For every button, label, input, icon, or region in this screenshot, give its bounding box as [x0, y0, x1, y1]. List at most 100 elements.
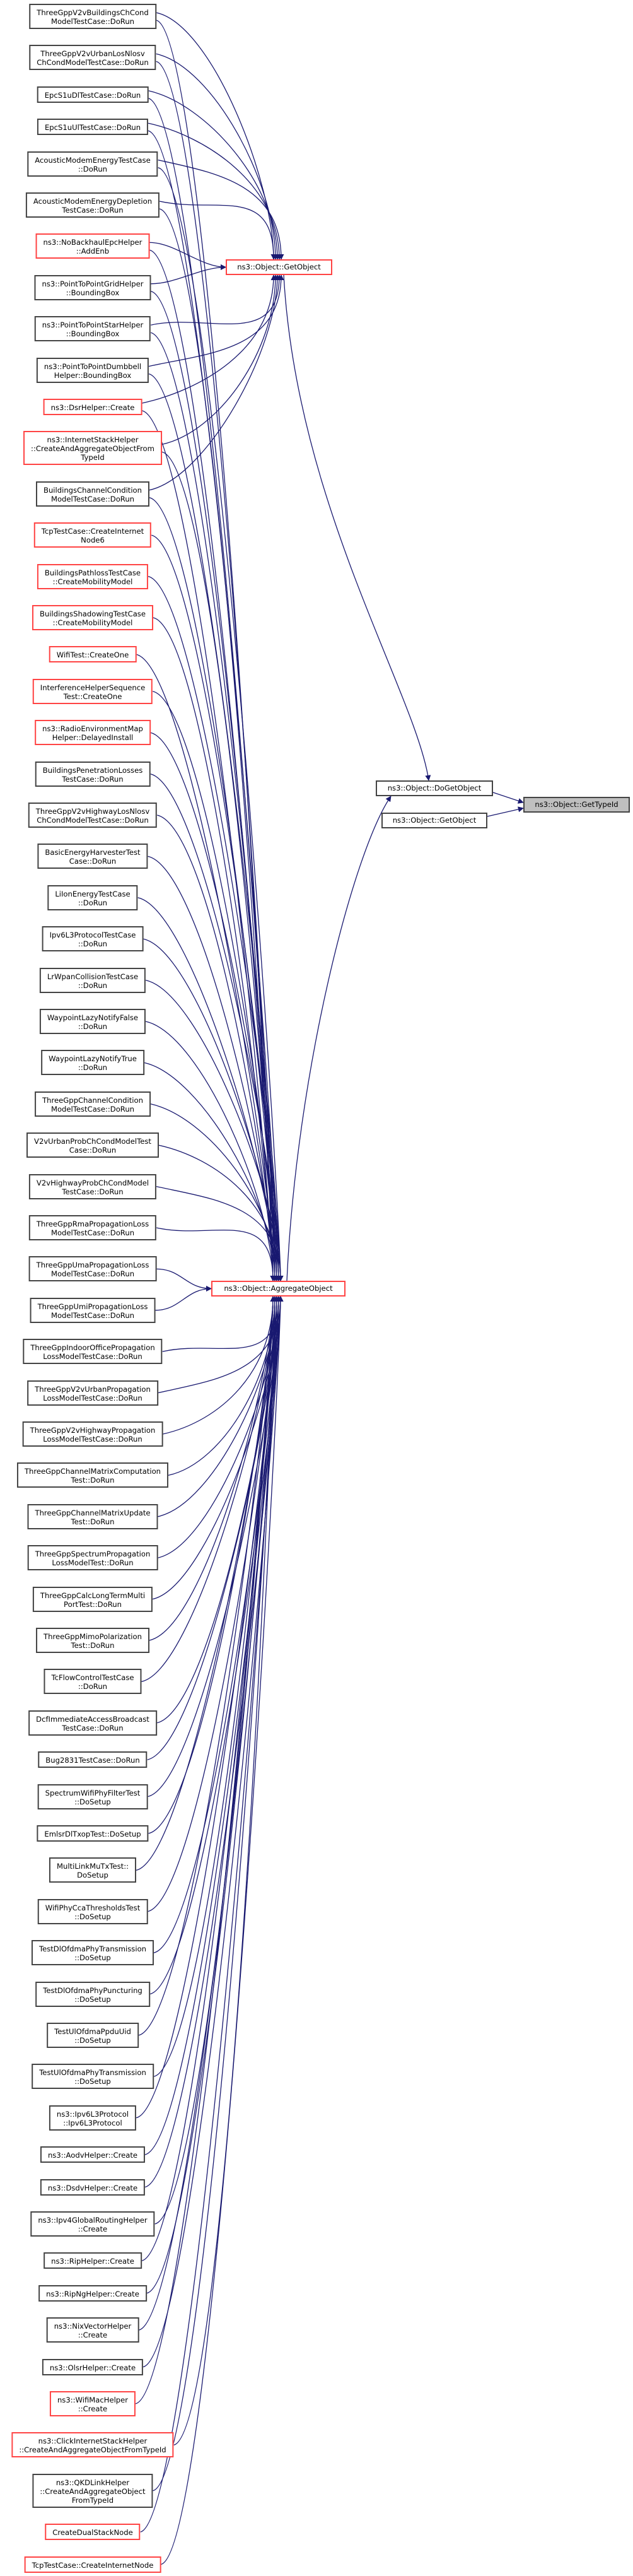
call-edge — [156, 1227, 276, 1281]
call-edge — [145, 1021, 276, 1281]
caller-node[interactable]: ThreeGppMimoPolarization Test::DoRun — [36, 1628, 149, 1653]
caller-node[interactable]: WifiTest::CreateOne — [49, 646, 137, 663]
caller-node[interactable]: EpcS1uDlTestCase::DoRun — [37, 86, 149, 103]
caller-node[interactable]: BuildingsShadowingTestCase ::CreateMobil… — [32, 605, 153, 630]
node-object-aggregateobject[interactable]: ns3::Object::AggregateObject — [211, 1281, 346, 1297]
caller-node[interactable]: ns3::PointToPointDumbbell Helper::Boundi… — [36, 357, 149, 383]
call-edge — [137, 897, 280, 1281]
caller-node[interactable]: ThreeGppUmaPropagationLoss ModelTestCase… — [28, 1256, 157, 1282]
call-edge — [148, 1296, 280, 1912]
caller-node[interactable]: ThreeGppV2vUrbanLosNlosv ChCondModelTest… — [29, 45, 156, 71]
call-edge — [144, 1062, 278, 1281]
caller-node[interactable]: ThreeGppSpectrumPropagation LossModelTes… — [27, 1545, 158, 1571]
caller-node[interactable]: ThreeGppIndoorOfficePropagation LossMode… — [23, 1339, 163, 1365]
caller-node[interactable]: TestDlOfdmaPhyTransmission ::DoSetup — [31, 1940, 154, 1966]
caller-node[interactable]: TcpTestCase::CreateInternet Node6 — [33, 522, 152, 548]
call-edge — [148, 274, 284, 367]
call-edge — [149, 242, 226, 271]
caller-node[interactable]: ThreeGppRmaPropagationLoss ModelTestCase… — [28, 1215, 157, 1240]
caller-node[interactable]: ns3::AodvHelper::Create — [40, 2146, 146, 2163]
caller-node[interactable]: BuildingsPathlossTestCase ::CreateMobili… — [37, 563, 149, 589]
caller-node[interactable]: BuildingsPenetrationLosses TestCase::DoR… — [35, 761, 151, 787]
call-edge — [156, 61, 278, 1281]
call-edge — [149, 274, 281, 491]
call-edge — [138, 1296, 276, 2036]
caller-node[interactable]: ns3::Ipv4GlobalRoutingHelper ::Create — [30, 2211, 155, 2237]
edge-getobject-to-dogetobject — [283, 274, 431, 781]
caller-node[interactable]: MultiLinkMuTxTest:: DoSetup — [49, 1857, 137, 1883]
node-object-dogetobject[interactable]: ns3::Object::DoGetObject — [376, 780, 493, 796]
caller-node[interactable]: ns3::PointToPointGridHelper ::BoundingBo… — [34, 274, 151, 300]
caller-node[interactable]: ThreeGppV2vUrbanPropagation LossModelTes… — [27, 1380, 158, 1406]
caller-node[interactable]: ThreeGppChannelMatrixComputation Test::D… — [16, 1462, 169, 1488]
caller-node[interactable]: V2vUrbanProbChCondModelTest Case::DoRun — [26, 1132, 159, 1158]
caller-node[interactable]: AcousticModemEnergyDepletion TestCase::D… — [25, 192, 160, 218]
caller-node[interactable]: LrWpanCollisionTestCase ::DoRun — [39, 967, 146, 993]
caller-node[interactable]: DcfImmediateAccessBroadcast TestCase::Do… — [28, 1710, 157, 1736]
caller-node[interactable]: BasicEnergyHarvesterTest Case::DoRun — [37, 844, 148, 869]
caller-node[interactable]: ThreeGppV2vHighwayPropagation LossModelT… — [22, 1421, 163, 1447]
caller-node[interactable]: ThreeGppChannelMatrixUpdate Test::DoRun — [27, 1503, 158, 1529]
call-edge — [149, 1296, 276, 1641]
call-edge — [143, 938, 282, 1281]
call-edge — [148, 130, 282, 1281]
caller-node[interactable]: ThreeGppV2vHighwayLosNlosv ChCondModelTe… — [28, 803, 158, 828]
caller-node[interactable]: SpectrumWifiPhyFilterTest ::DoSetup — [37, 1784, 148, 1809]
call-edge — [156, 1296, 280, 1724]
caller-node[interactable]: ns3::NoBackhaulEpcHelper ::AddEnb — [35, 233, 150, 259]
caller-node[interactable]: ns3::RadioEnvironmentMap Helper::Delayed… — [35, 720, 151, 746]
call-edge — [150, 773, 284, 1281]
call-edge — [136, 654, 278, 1281]
caller-node[interactable]: ns3::QKDLinkHelper ::CreateAndAggregateO… — [32, 2473, 153, 2508]
caller-node[interactable]: TestUlOfdmaPpduUid ::DoSetup — [47, 2023, 139, 2048]
caller-node[interactable]: WifiPhyCcaThresholdsTest ::DoSetup — [37, 1898, 148, 1924]
call-edge — [153, 1296, 278, 2078]
caller-node[interactable]: ns3::DsdvHelper::Create — [40, 2179, 146, 2196]
caller-node[interactable]: TcpTestCase::CreateInternetNode — [24, 2556, 161, 2573]
node-object-gettypeid-focus[interactable]: ns3::Object::GetTypeId — [523, 797, 630, 813]
caller-node[interactable]: LiIonEnergyTestCase ::DoRun — [47, 885, 138, 910]
caller-node[interactable]: ns3::InternetStackHelper ::CreateAndAggr… — [23, 431, 162, 466]
caller-node[interactable]: WaypointLazyNotifyFalse ::DoRun — [39, 1009, 146, 1034]
call-edge — [145, 979, 284, 1281]
caller-node[interactable]: ns3::ClickInternetStackHelper ::CreateAn… — [11, 2432, 174, 2458]
caller-node[interactable]: ThreeGppUmiPropagationLoss ModelTestCase… — [30, 1297, 156, 1323]
call-edge — [150, 732, 282, 1281]
caller-node[interactable]: V2vHighwayProbChCondModel TestCase::DoRu… — [28, 1173, 157, 1199]
caller-node[interactable]: ns3::PointToPointStarHelper ::BoundingBo… — [34, 316, 151, 342]
caller-node[interactable]: ns3::Ipv6L3Protocol ::Ipv6L3Protocol — [49, 2105, 137, 2131]
caller-node[interactable]: TestUlOfdmaPhyTransmission ::DoSetup — [32, 2064, 154, 2090]
caller-node[interactable]: TcFlowControlTestCase ::DoRun — [44, 1669, 142, 1695]
call-edge — [159, 208, 276, 1281]
caller-node[interactable]: Bug2831TestCase::DoRun — [38, 1751, 148, 1768]
call-edge — [158, 1144, 282, 1281]
caller-node[interactable]: Ipv6L3ProtocolTestCase ::DoRun — [42, 926, 144, 952]
caller-node[interactable]: ThreeGppV2vBuildingsChCond ModelTestCase… — [29, 4, 156, 29]
call-edge — [149, 249, 278, 1281]
caller-node[interactable]: TestDlOfdmaPhyPuncturing ::DoSetup — [35, 1981, 150, 2007]
caller-node[interactable]: ns3::NixVectorHelper ::Create — [46, 2317, 139, 2343]
call-edge — [148, 1296, 276, 1834]
caller-node[interactable]: BuildingsChannelCondition ModelTestCase:… — [36, 481, 149, 507]
caller-node[interactable]: CreateDualStackNode — [45, 2524, 141, 2541]
node-object-getobject-direct[interactable]: ns3::Object::GetObject — [381, 813, 487, 828]
caller-node[interactable]: ns3::RipHelper::Create — [44, 2252, 142, 2269]
caller-node[interactable]: ns3::OlsrHelper::Create — [42, 2358, 144, 2375]
caller-node[interactable]: ThreeGppChannelCondition ModelTestCase::… — [35, 1091, 151, 1117]
node-object-getobject[interactable]: ns3::Object::GetObject — [226, 259, 332, 275]
caller-node[interactable]: InterferenceHelperSequence Test::CreateO… — [32, 678, 153, 704]
caller-node[interactable]: EpcS1uUlTestCase::DoRun — [37, 119, 149, 136]
caller-node[interactable]: ns3::DsrHelper::Create — [43, 399, 142, 415]
call-edge — [153, 691, 280, 1281]
caller-node[interactable]: EmlsrDlTxopTest::DoSetup — [37, 1825, 149, 1842]
call-edge — [163, 1296, 276, 1435]
caller-node[interactable]: WaypointLazyNotifyTrue ::DoRun — [41, 1050, 144, 1076]
call-edge — [161, 1296, 284, 2565]
call-edge — [144, 1296, 282, 2155]
caller-node[interactable]: ThreeGppCalcLongTermMulti PortTest::DoRu… — [32, 1586, 153, 1612]
caller-node[interactable]: ns3::WifiMacHelper ::Create — [49, 2391, 136, 2416]
call-edge — [158, 1296, 280, 1517]
caller-node[interactable]: AcousticModemEnergyTestCase ::DoRun — [27, 151, 158, 177]
caller-node[interactable]: ns3::RipNgHelper::Create — [38, 2285, 147, 2302]
call-edge — [139, 1296, 282, 2331]
